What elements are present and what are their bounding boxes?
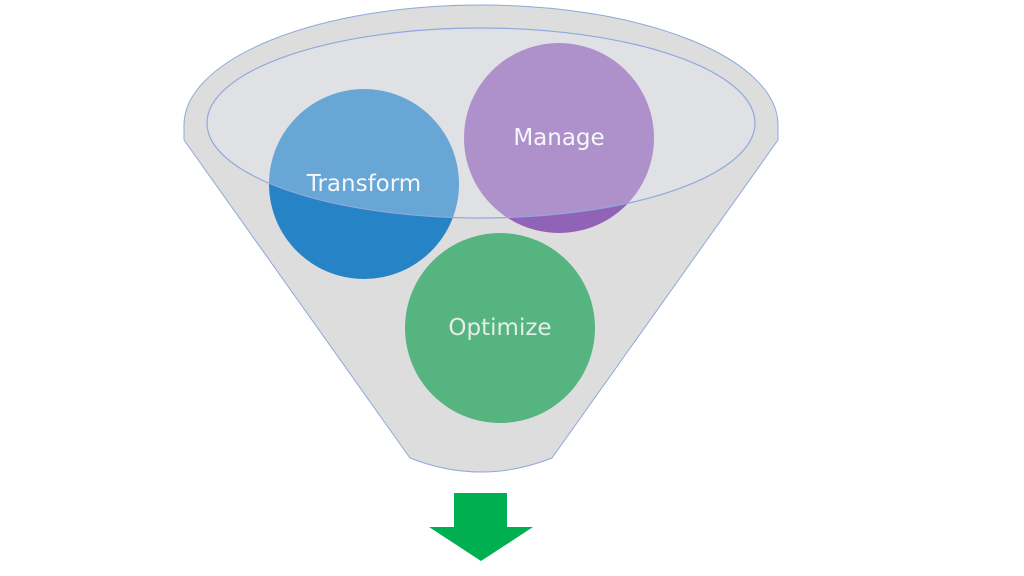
circle-transform: Transform xyxy=(269,89,459,279)
circle-manage: Manage xyxy=(464,43,654,233)
optimize-label: Optimize xyxy=(448,315,551,341)
circle-optimize: Optimize xyxy=(405,233,595,423)
funnel-rim xyxy=(206,27,756,219)
transform-label: Transform xyxy=(306,171,421,197)
manage-label: Manage xyxy=(513,125,604,151)
down-arrow-icon xyxy=(429,493,533,561)
